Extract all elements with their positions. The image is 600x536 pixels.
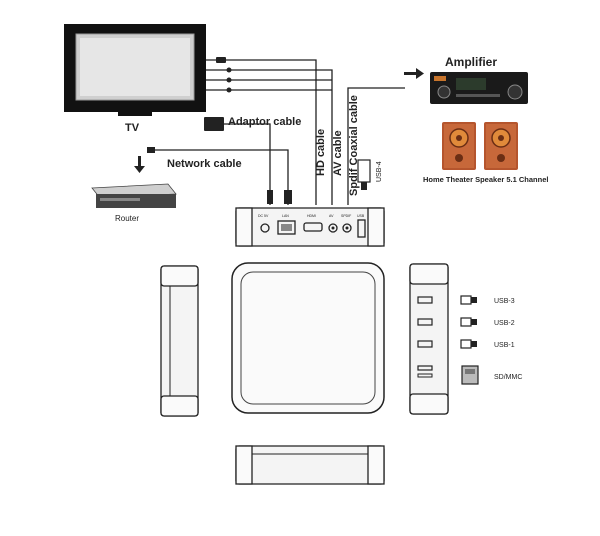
- av-port: [328, 223, 338, 233]
- usb4-stick: [357, 159, 371, 190]
- port-label-dc: DC 5V: [258, 214, 269, 218]
- box-front-panel: [235, 445, 385, 485]
- box-left-side: [160, 265, 199, 417]
- box-top-view: [231, 262, 385, 414]
- port-label-av: AV: [329, 214, 334, 218]
- usb4-port: [357, 219, 366, 238]
- hd-cable-label: HD cable: [315, 129, 327, 176]
- av-connectors: [216, 57, 232, 93]
- spdif-cable-label: Spdif Coaxial cable: [348, 95, 360, 196]
- port-label-usb: USB: [357, 214, 365, 218]
- spdif-port: [342, 223, 352, 233]
- down-arrow-icon: [134, 156, 145, 173]
- adaptor-cable: [204, 117, 273, 205]
- adaptor-cable-label: Adaptor cable: [228, 116, 301, 128]
- port-labels: DC 5V LAN HDMI AV SPDIF USB: [258, 214, 365, 218]
- network-cable: [147, 147, 292, 205]
- box-ports: [260, 219, 366, 238]
- dc-port: [260, 223, 270, 233]
- av-cable-label: AV cable: [332, 130, 344, 176]
- speakers-label: Home Theater Speaker 5.1 Channel: [423, 175, 548, 184]
- usb1-label: USB-1: [494, 342, 515, 349]
- usb2-stick: [460, 317, 477, 327]
- network-cable-label: Network cable: [167, 158, 242, 170]
- usb3-stick: [460, 295, 477, 305]
- router-label: Router: [115, 214, 139, 223]
- usb3-label: USB-3: [494, 298, 515, 305]
- tv-device: [64, 24, 206, 116]
- amplifier-label: Amplifier: [445, 55, 497, 69]
- right-arrow-icon: [404, 68, 424, 79]
- hdmi-port: [303, 222, 323, 232]
- usb1-stick: [460, 339, 477, 349]
- amplifier-device: [430, 72, 528, 104]
- speaker-right: [484, 122, 518, 170]
- tv-label: TV: [125, 122, 140, 134]
- usb2-port: [417, 318, 433, 326]
- usb3-port: [417, 296, 433, 304]
- box-back-panel: [235, 207, 385, 247]
- usb4-label: USB-4: [376, 161, 383, 182]
- port-label-spdif: SPDIF: [341, 214, 351, 218]
- tv-cables: [206, 59, 405, 205]
- box-right-side: [409, 263, 449, 415]
- port-label-hdmi: HDMI: [307, 214, 316, 218]
- sdmmc-label: SD/MMC: [494, 374, 522, 381]
- lan-port: [277, 220, 296, 235]
- router-device: [91, 183, 177, 208]
- port-label-lan: LAN: [282, 214, 289, 218]
- sd-slot: [417, 365, 433, 371]
- usb1-port: [417, 340, 433, 348]
- usb2-label: USB-2: [494, 320, 515, 327]
- speaker-left: [442, 122, 476, 170]
- sd-card: [461, 365, 479, 385]
